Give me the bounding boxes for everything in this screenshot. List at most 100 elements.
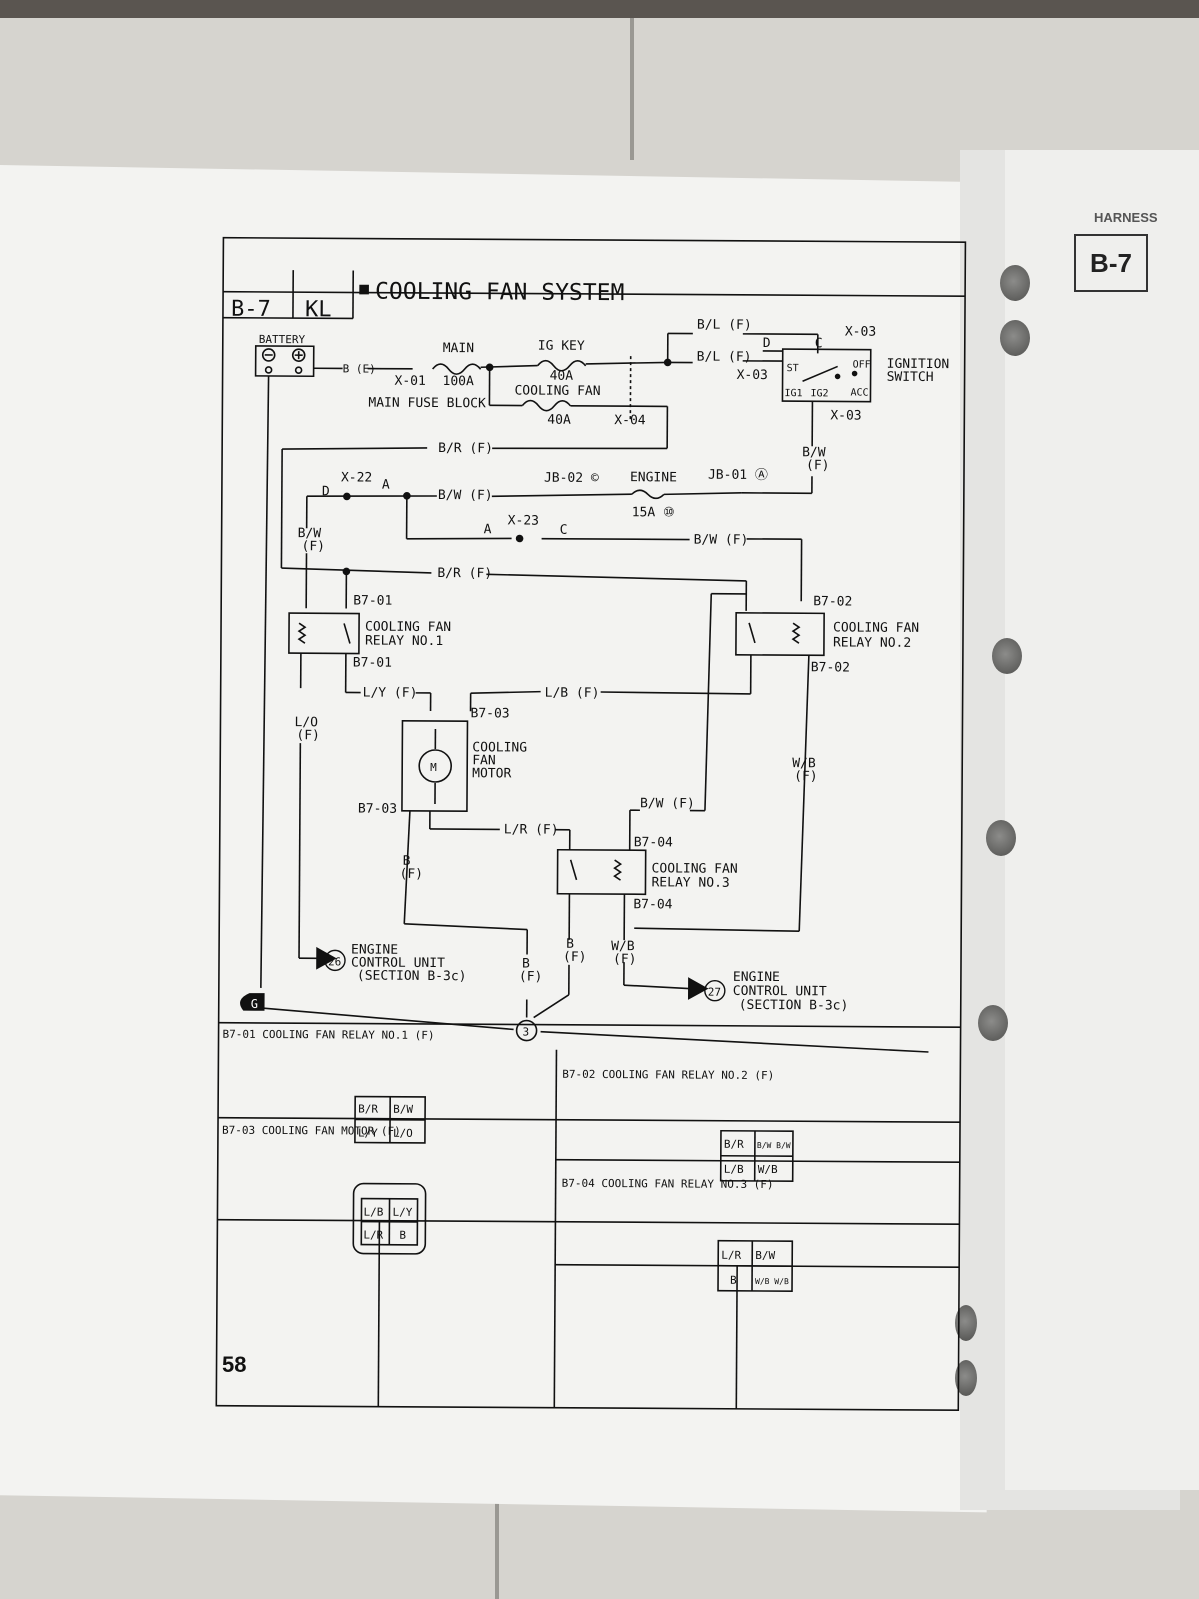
pin-label: A xyxy=(382,478,390,493)
ecu-label: (SECTION B-3c) xyxy=(357,969,467,985)
wire-label: (F) xyxy=(806,458,830,473)
wire-label: L/Y (F) xyxy=(363,686,418,701)
wire-label: B/W (F) xyxy=(438,488,493,503)
fuse-rating: 15A ⑩ xyxy=(632,505,675,520)
connector-ref: X-22 xyxy=(341,470,372,485)
relay-1-symbol xyxy=(288,612,360,655)
ignition-switch-label: SWITCH xyxy=(887,370,934,385)
diagram-frame xyxy=(215,236,967,1412)
battery-symbol xyxy=(254,345,315,378)
binder-hole xyxy=(1000,265,1030,301)
relay-label: RELAY NO.1 xyxy=(365,634,443,649)
wire-label: (F) xyxy=(613,952,637,967)
fuse-label: ENGINE xyxy=(630,470,677,485)
pin-label: L/B xyxy=(724,1163,744,1176)
pin-label: L/B xyxy=(363,1206,383,1219)
connector-ref: B7-03 xyxy=(470,706,509,721)
fuse-rating: 40A xyxy=(547,413,571,428)
ecu-label: ENGINE xyxy=(733,970,780,985)
connector-ref: B7-04 xyxy=(633,897,672,912)
relay-label: RELAY NO.3 xyxy=(651,875,729,890)
connector-ref: B7-01 xyxy=(353,593,392,608)
binder-hole xyxy=(955,1360,977,1396)
motor-label: FAN xyxy=(472,753,496,768)
ecu-label: CONTROL UNIT xyxy=(733,984,827,1000)
relay-label: COOLING FAN xyxy=(833,620,919,636)
connector-ref: X-01 xyxy=(395,374,426,389)
pin-label: B/W xyxy=(393,1103,413,1116)
connector-ref: X-23 xyxy=(508,513,539,528)
relay-label: COOLING FAN xyxy=(652,861,738,877)
connector-b7-03-drawing xyxy=(352,1182,427,1255)
wire-label: L/B (F) xyxy=(545,686,600,701)
binder-hole xyxy=(992,638,1022,674)
pin-label: A xyxy=(484,522,492,537)
floor-tile-seam xyxy=(630,0,634,160)
page-number: 58 xyxy=(222,1352,247,1377)
fuse-rating: 40A xyxy=(550,369,574,384)
motor-label: MOTOR xyxy=(472,766,511,781)
connector-ref: X-03 xyxy=(737,368,768,383)
connector-ref: X-03 xyxy=(845,324,876,339)
switch-pos: OFF xyxy=(853,360,871,371)
ecu-label: ENGINE xyxy=(351,942,398,957)
floor-tile-seam xyxy=(495,1420,499,1599)
pin-label: C xyxy=(560,523,568,538)
pin-label: B/R xyxy=(724,1138,744,1151)
ground-splice-symbol xyxy=(515,1019,538,1042)
wire-label: B (E) xyxy=(343,362,376,375)
wire-label: (F) xyxy=(301,539,325,554)
switch-pos: IG2 xyxy=(810,388,828,399)
wire-label: (F) xyxy=(563,950,587,965)
wire-label: B xyxy=(522,957,530,972)
pin-label: B xyxy=(730,1274,737,1287)
connector-ref: B7-01 xyxy=(353,655,392,670)
motor-label: COOLING xyxy=(472,740,527,755)
pin-label: B/R xyxy=(358,1103,378,1116)
pin-label: B/W B/W xyxy=(757,1141,791,1150)
connector-ref: B7-04 xyxy=(634,835,673,850)
wire-label: (F) xyxy=(399,867,423,882)
switch-pos: IG1 xyxy=(784,388,802,399)
relay-2-symbol xyxy=(735,612,825,657)
wire-label: (F) xyxy=(296,728,320,743)
binder-hole xyxy=(1000,320,1030,356)
ecu-ref-number: 27 xyxy=(708,986,721,999)
binder-hole xyxy=(978,1005,1008,1041)
connector-ref: X-03 xyxy=(830,408,861,423)
fuse-label: MAIN xyxy=(443,341,474,356)
pin-label: L/O xyxy=(393,1127,413,1140)
pin-label: L/R xyxy=(721,1249,741,1262)
wire-label: (F) xyxy=(794,769,818,784)
pin-label: W/B xyxy=(758,1163,778,1176)
connector-title-b7-02: B7-02 COOLING FAN RELAY NO.2 (F) xyxy=(562,1068,774,1082)
wire-label: W/B xyxy=(611,939,635,954)
section-tab: B-7 xyxy=(1074,234,1148,292)
ground-splice-number: 3 xyxy=(523,1026,530,1039)
page-title: COOLING FAN SYSTEM xyxy=(375,279,624,307)
pin-label: B xyxy=(399,1229,406,1242)
pin-label: B/W xyxy=(755,1249,775,1262)
motor-symbol xyxy=(401,719,469,812)
wire-label: L/R (F) xyxy=(504,822,559,837)
ecu-ref-number: 26 xyxy=(328,955,341,968)
ignition-switch-label: IGNITION xyxy=(887,357,950,372)
junction-label: JB-02 © xyxy=(544,471,599,486)
pin-label: W/B W/B xyxy=(755,1277,789,1286)
wire-label: L/O xyxy=(294,715,318,730)
ignition-switch-symbol xyxy=(781,348,872,403)
relay-label: COOLING FAN xyxy=(365,620,451,636)
motor-glyph: M xyxy=(430,761,437,774)
fuse-label: IG KEY xyxy=(538,339,585,354)
connector-ref: B7-02 xyxy=(813,594,852,609)
harness-header: HARNESS xyxy=(1094,210,1158,225)
wire-label: B/R (F) xyxy=(437,566,492,581)
fuse-label: COOLING FAN xyxy=(514,383,600,399)
header-section: B-7 xyxy=(231,297,271,322)
connector-title-b7-01: B7-01 COOLING FAN RELAY NO.1 (F) xyxy=(223,1028,435,1042)
connector-ref: B7-03 xyxy=(358,802,397,817)
connector-ref: X-04 xyxy=(614,413,646,428)
ecu-label: (SECTION B-3c) xyxy=(739,998,849,1014)
wire-label: B/W xyxy=(298,526,322,541)
